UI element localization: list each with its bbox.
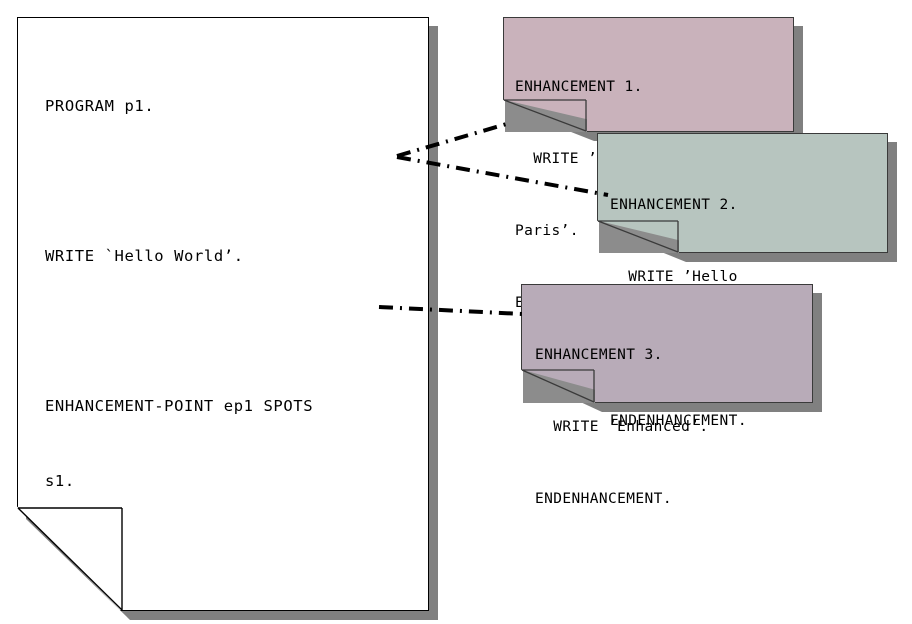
enhancement-note-3[interactable]: ENHANCEMENT 3. WRITE ’Enhanced’. ENDENHA… [521, 284, 823, 507]
note-body [503, 17, 794, 132]
note-folded-corner-icon [521, 369, 595, 403]
note-line: ENDENHANCEMENT. [610, 413, 747, 429]
code-line-blank [45, 544, 415, 569]
note-line: ENHANCEMENT 2. [610, 197, 738, 213]
note-content: ENHANCEMENT 3. WRITE ’Enhanced’. ENDENHA… [535, 295, 708, 559]
code-line: .. [45, 619, 415, 624]
code-line-enhancement-point: ENHANCEMENT-POINT ep1 SPOTS [45, 397, 314, 415]
enhancement-note-2[interactable]: ENHANCEMENT 2. WRITE ’Hello London’. END… [597, 133, 897, 429]
note-content: ENHANCEMENT 2. WRITE ’Hello London’. END… [610, 145, 747, 481]
enhancement-note-1[interactable]: ENHANCEMENT 1. WRITE ’Hello Paris’. ENDE… [503, 17, 803, 311]
code-line: s1. [45, 472, 75, 490]
note-folded-corner-icon [597, 220, 679, 253]
code-line-blank [45, 319, 415, 344]
document-source-code: PROGRAM p1. WRITE `Hello World’. ENHANCE… [45, 44, 415, 624]
note-line: Paris’. [515, 223, 579, 239]
code-line: PROGRAM p1. [45, 97, 155, 115]
code-line-blank [45, 169, 415, 194]
note-line: WRITE ’Enhanced’. [535, 419, 709, 435]
note-folded-corner-icon [503, 99, 587, 132]
note-line: ENHANCEMENT 1. [515, 79, 643, 95]
document-folded-corner-icon [17, 507, 123, 611]
note-line: ENDENHANCEMENT. [535, 491, 672, 507]
note-line: ENHANCEMENT 3. [535, 347, 663, 363]
code-line: WRITE `Hello World’. [45, 247, 244, 265]
document-page [17, 17, 429, 611]
note-line: WRITE ’Hello [610, 269, 738, 285]
program-source-document[interactable]: PROGRAM p1. WRITE `Hello World’. ENHANCE… [17, 17, 438, 624]
